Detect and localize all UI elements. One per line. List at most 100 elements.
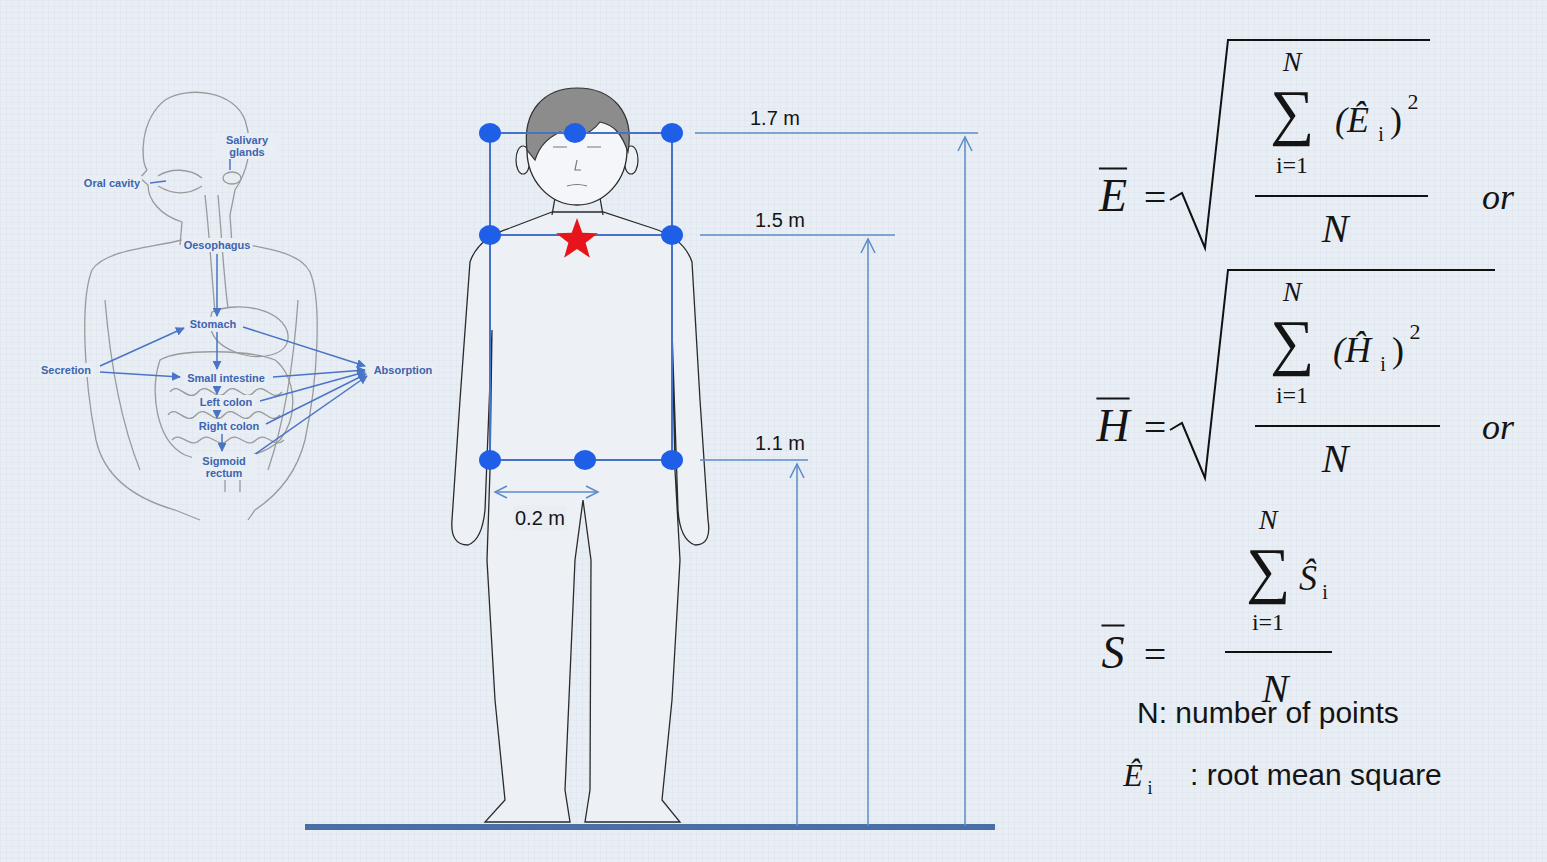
formula-symbol: ∑ <box>1246 535 1290 606</box>
measurement-frame <box>479 123 683 470</box>
leader-line <box>150 181 166 183</box>
organ-label: Salivary glands <box>216 133 278 159</box>
dimension-label: 1.1 m <box>755 432 805 455</box>
formula-symbol: S <box>1102 626 1125 679</box>
formula-symbol: E <box>1099 169 1127 222</box>
formula-symbol: = <box>1144 174 1167 221</box>
formula-symbol: ∑ <box>1270 77 1314 148</box>
formula-symbol: = <box>1144 404 1167 451</box>
formula-symbol: ) <box>1390 99 1402 141</box>
formula-symbol: N <box>1259 504 1278 536</box>
head-profile <box>140 92 249 245</box>
radical-sign <box>1170 40 1430 248</box>
flow-arrow <box>254 376 367 455</box>
salivary-gland <box>223 172 241 184</box>
organ-label: Oesophagus <box>182 238 253 252</box>
formula-strokes <box>1170 40 1495 652</box>
source-star <box>556 218 598 258</box>
measure-point <box>661 225 683 245</box>
formula-symbol: 2 <box>1408 89 1419 115</box>
organ-label: Oral cavity <box>82 176 142 190</box>
formula-symbol: or <box>1482 176 1514 218</box>
measure-points <box>479 123 683 470</box>
dimension-arrow <box>495 491 598 493</box>
dimension-line <box>700 234 895 236</box>
formula-symbol: (Ê <box>1335 99 1369 141</box>
flow-arrow <box>266 374 366 424</box>
formula-note: Ê <box>1123 757 1143 794</box>
arrowhead <box>790 464 804 478</box>
flow-arrow <box>216 332 218 369</box>
flow-arrow <box>216 254 218 316</box>
formula-symbol: (Ĥ <box>1333 329 1371 371</box>
formula-symbol: i <box>1322 581 1328 604</box>
formula-symbol: i=1 <box>1252 609 1284 636</box>
fraction-bar <box>1255 195 1428 197</box>
formula-symbol: i=1 <box>1276 152 1308 179</box>
organ-label: Stomach <box>188 317 238 331</box>
digestive-sketch <box>85 92 317 520</box>
frame-rect <box>490 133 672 460</box>
face <box>553 147 601 186</box>
formula-symbol: or <box>1482 406 1514 448</box>
flow-arrow <box>216 386 218 394</box>
formula-symbol: N <box>1322 205 1349 252</box>
organ-label: Small intestine <box>185 371 267 385</box>
dimension-arrow <box>796 464 798 826</box>
fraction-bar <box>1255 425 1440 427</box>
formula-symbol: = <box>1144 631 1167 678</box>
arrowhead <box>958 137 972 151</box>
flow-arrow <box>221 434 223 451</box>
floor-line <box>305 824 995 830</box>
organ-label: Absorption <box>372 363 435 377</box>
dimension-lines <box>495 133 978 826</box>
measure-point <box>661 123 683 143</box>
organ-label: Secretion <box>39 363 93 377</box>
formula-symbol: H <box>1096 399 1129 452</box>
arrowhead <box>861 239 875 253</box>
formula-note: : root mean square <box>1190 758 1442 792</box>
measure-point <box>661 450 683 470</box>
formula-symbol: ∑ <box>1270 307 1314 378</box>
torso-outline <box>85 240 200 520</box>
dimension-label: 0.2 m <box>513 506 567 531</box>
fraction-bar <box>1225 651 1332 653</box>
measure-point <box>564 123 586 143</box>
flow-arrow <box>100 328 184 366</box>
formula-note: i <box>1147 778 1152 799</box>
formula-symbol: N <box>1283 276 1302 308</box>
formula-symbol: Ŝ <box>1299 557 1317 599</box>
flow-arrows <box>100 156 367 455</box>
organ-label: Right colon <box>197 419 262 433</box>
formula-symbol: 2 <box>1410 319 1421 345</box>
formula-symbol: i <box>1380 353 1386 376</box>
organ-label: Left colon <box>198 395 255 409</box>
intestine <box>155 352 292 460</box>
measure-point <box>479 225 501 245</box>
intestine-coils <box>168 389 284 443</box>
formula-symbol: N <box>1283 46 1302 78</box>
organ-label: Sigmoid rectum <box>192 454 256 480</box>
dimension-label: 1.7 m <box>750 107 800 130</box>
measure-point <box>574 450 596 470</box>
flow-arrow <box>100 372 180 377</box>
flow-arrow <box>243 327 365 366</box>
stomach <box>210 307 288 357</box>
formula-symbol: ) <box>1392 329 1404 371</box>
formula-symbol: N <box>1322 435 1349 482</box>
hair <box>526 88 629 160</box>
dimension-arrow <box>867 239 869 826</box>
flow-arrow <box>216 410 218 418</box>
dimension-line <box>695 132 978 134</box>
arrowhead <box>586 486 598 498</box>
dimension-arrow <box>964 137 966 826</box>
arrowhead <box>495 486 507 498</box>
formula-note: N: number of points <box>1137 696 1399 730</box>
measure-point <box>479 450 501 470</box>
dimension-line <box>700 459 808 461</box>
formula-symbol: i <box>1378 123 1384 146</box>
human-figure <box>452 88 709 822</box>
dimension-label: 1.5 m <box>755 209 805 232</box>
